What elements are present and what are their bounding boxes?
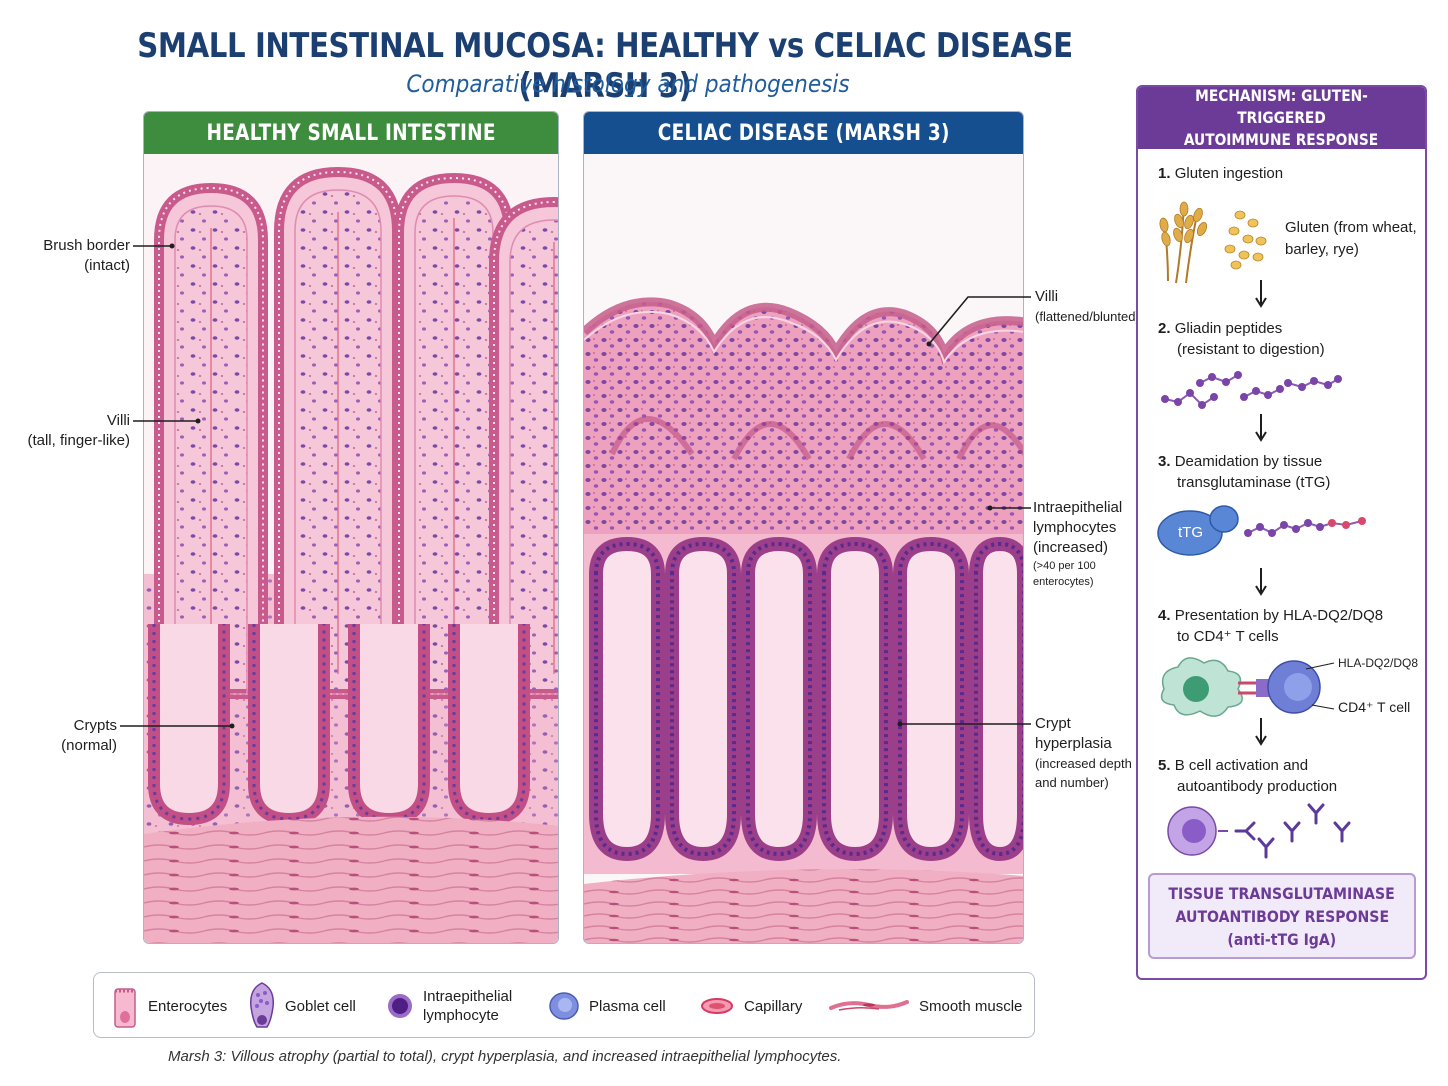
celiac-histology-illustration [584, 154, 1023, 943]
gliadin-peptides-icon [1161, 371, 1342, 409]
crypt-healthy [348, 624, 430, 826]
cd4-label: CD4⁺ T cell [1338, 699, 1411, 715]
villus-healthy [489, 196, 558, 699]
step-1: 1. Gluten ingestion [1158, 165, 1284, 182]
villus-healthy [154, 182, 268, 699]
crypts-annotation: Crypts (normal) [61, 717, 117, 754]
crypt-healthy [448, 624, 530, 826]
ttg-label: tTG [1178, 524, 1203, 541]
villi-celiac-annotation: Villi (flattened/blunted) [1035, 288, 1140, 324]
arrow-down-icon [1255, 568, 1267, 596]
crypt-healthy [148, 624, 230, 826]
iel-annotation: Intraepithelial lymphocytes (increased) … [1033, 499, 1123, 588]
enterocyte-icon [114, 988, 136, 1028]
step-4: 4. Presentation by HLA-DQ2/DQ8 to CD4⁺ T… [1158, 607, 1384, 645]
b-cell-antibodies-icon [1167, 803, 1351, 859]
lymphocyte-icon [388, 994, 412, 1018]
mechanism-panel: MECHANISM: GLUTEN-TRIGGERED AUTOIMMUNE R… [1136, 85, 1427, 980]
crypt-celiac [817, 536, 893, 862]
crypt-celiac [741, 536, 817, 862]
legend-item-plasma-cell: Plasma cell [549, 973, 666, 1039]
step-2: 2. Gliadin peptides (resistant to digest… [1158, 320, 1325, 358]
legend-item-capillary: Capillary [700, 973, 802, 1039]
step-3: 3. Deamidation by tissue transglutaminas… [1158, 453, 1331, 491]
brush-border-annotation: Brush border (intact) [43, 237, 130, 274]
mechanism-header: MECHANISM: GLUTEN-TRIGGERED AUTOIMMUNE R… [1138, 87, 1425, 149]
smooth-muscle-icon [829, 1000, 909, 1011]
wheat-icon [1159, 201, 1267, 284]
page-title: SMALL INTESTINAL MUCOSA: HEALTHY vs CELI… [137, 26, 1073, 106]
crypt-healthy [248, 624, 330, 826]
step-5: 5. B cell activation and autoantibody pr… [1158, 757, 1338, 795]
crypt-celiac [665, 536, 741, 862]
arrow-down-icon [1255, 280, 1267, 308]
crypt-celiac [589, 536, 665, 862]
arrow-down-icon [1255, 414, 1267, 442]
villi-healthy-annotation: Villi (tall, finger-like) [27, 412, 130, 449]
capillary-icon [701, 998, 733, 1014]
autoantibody-result-box: TISSUE TRANSGLUTAMINASE AUTOANTIBODY RES… [1148, 873, 1416, 959]
healthy-panel-header: HEALTHY SMALL INTESTINE [144, 112, 558, 154]
celiac-panel-header: CELIAC DISEASE (MARSH 3) [584, 112, 1023, 154]
healthy-histology-illustration [144, 154, 558, 943]
crypt-hyperplasia-annotation: Crypt hyperplasia (increased depth and n… [1035, 715, 1132, 790]
healthy-panel: HEALTHY SMALL INTESTINE [143, 111, 559, 944]
arrow-down-icon [1255, 718, 1267, 746]
legend-item-smooth-muscle: Smooth muscle [829, 973, 1022, 1039]
ttg-enzyme-icon [1157, 505, 1366, 556]
hla-label: HLA-DQ2/DQ8 [1338, 656, 1419, 670]
crypt-celiac [969, 536, 1023, 862]
antigen-presentation-icon [1160, 657, 1335, 717]
gluten-note: Gluten (from wheat, barley, rye) [1285, 219, 1417, 258]
crypt-celiac [893, 536, 969, 862]
villus-healthy [274, 166, 402, 699]
villus-healthy [394, 172, 514, 699]
legend-item-enterocytes: Enterocytes [112, 973, 227, 1039]
goblet-cell-icon [249, 982, 275, 1028]
plasma-cell-icon [549, 992, 579, 1020]
legend-item-goblet-cell: Goblet cell [249, 973, 356, 1039]
footnote: Marsh 3: Villous atrophy (partial to tot… [168, 1048, 842, 1065]
page-subtitle: Comparative histology and pathogenesis [406, 70, 850, 98]
celiac-panel: CELIAC DISEASE (MARSH 3) [583, 111, 1024, 944]
